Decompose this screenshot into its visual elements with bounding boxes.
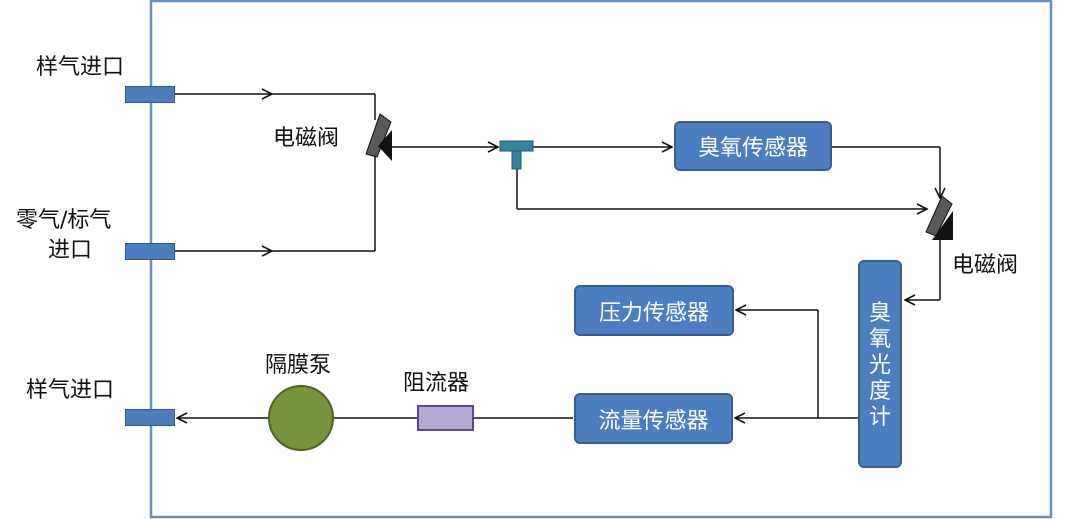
line-tee-bypass-to-valve2 — [516, 168, 927, 209]
photometer-char-3: 光 — [868, 353, 891, 379]
sample-inlet-top-label: 样气进口 — [36, 55, 125, 80]
tee-connector-icon — [499, 140, 534, 170]
zero-span-inlet-label-line1: 零气/标气 — [16, 208, 112, 233]
flow-sensor-box: 流量传感器 — [574, 393, 733, 444]
flow-restrictor-label: 阻流器 — [403, 371, 470, 396]
photometer-char-4: 度 — [868, 378, 891, 404]
diaphragm-pump-label: 隔膜泵 — [265, 353, 332, 378]
photometer-char-5: 计 — [868, 404, 891, 430]
sample-port-bottom — [125, 409, 175, 426]
ozone-photometer-box: 臭 氧 光 度 计 — [858, 260, 902, 468]
line-ozone-sensor-to-valve2 — [832, 146, 940, 198]
sample-port-bottom-label: 样气进口 — [26, 378, 115, 403]
ozone-sensor-box: 臭氧传感器 — [674, 121, 832, 171]
pressure-sensor-box: 压力传感器 — [574, 285, 734, 336]
solenoid-valve-2-icon — [925, 195, 953, 240]
solenoid-valve-1-label: 电磁阀 — [273, 126, 340, 151]
photometer-char-1: 臭 — [868, 301, 891, 327]
flow-restrictor-icon — [417, 405, 474, 431]
line-valve2-to-photometer — [905, 240, 941, 300]
solenoid-valve-2-label: 电磁阀 — [952, 253, 1019, 278]
zero-span-inlet-label-line2: 进口 — [48, 238, 93, 263]
photometer-char-2: 氧 — [868, 327, 891, 353]
line-photometer-outlet — [735, 310, 858, 418]
zero-span-inlet-port — [125, 243, 175, 260]
solenoid-valve-1-icon — [365, 113, 392, 161]
diaphragm-pump-icon — [268, 385, 334, 451]
line-sample-inlet — [175, 94, 376, 120]
line-zero-span-inlet — [175, 152, 376, 251]
sample-inlet-port-top — [125, 86, 175, 103]
